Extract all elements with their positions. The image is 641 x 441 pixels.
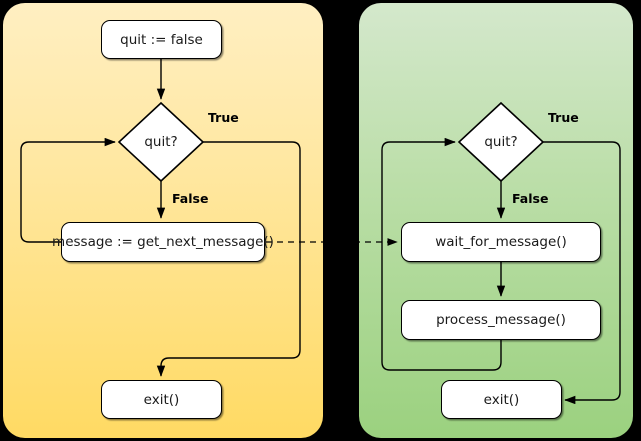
edge-label-false-right: False <box>512 191 549 206</box>
edge-label-true-right: True <box>548 110 579 125</box>
node-process-right[interactable]: process_message() <box>401 300 601 340</box>
node-label: quit := false <box>120 31 203 48</box>
polling-loop-panel <box>3 3 323 438</box>
node-wait-right[interactable]: wait_for_message() <box>401 222 601 262</box>
event-loop-panel <box>359 3 633 438</box>
node-init-left[interactable]: quit := false <box>101 20 222 59</box>
node-label: exit() <box>143 391 180 408</box>
node-label: process_message() <box>436 312 566 328</box>
node-exit-right[interactable]: exit() <box>441 380 562 419</box>
node-label: message := get_next_message() <box>52 234 274 250</box>
node-label: wait_for_message() <box>435 234 567 250</box>
edge-label-true-left: True <box>208 110 239 125</box>
node-label: exit() <box>483 391 520 408</box>
node-exit-left[interactable]: exit() <box>101 380 222 419</box>
node-action-left[interactable]: message := get_next_message() <box>52 222 274 262</box>
edge-label-false-left: False <box>172 191 209 206</box>
